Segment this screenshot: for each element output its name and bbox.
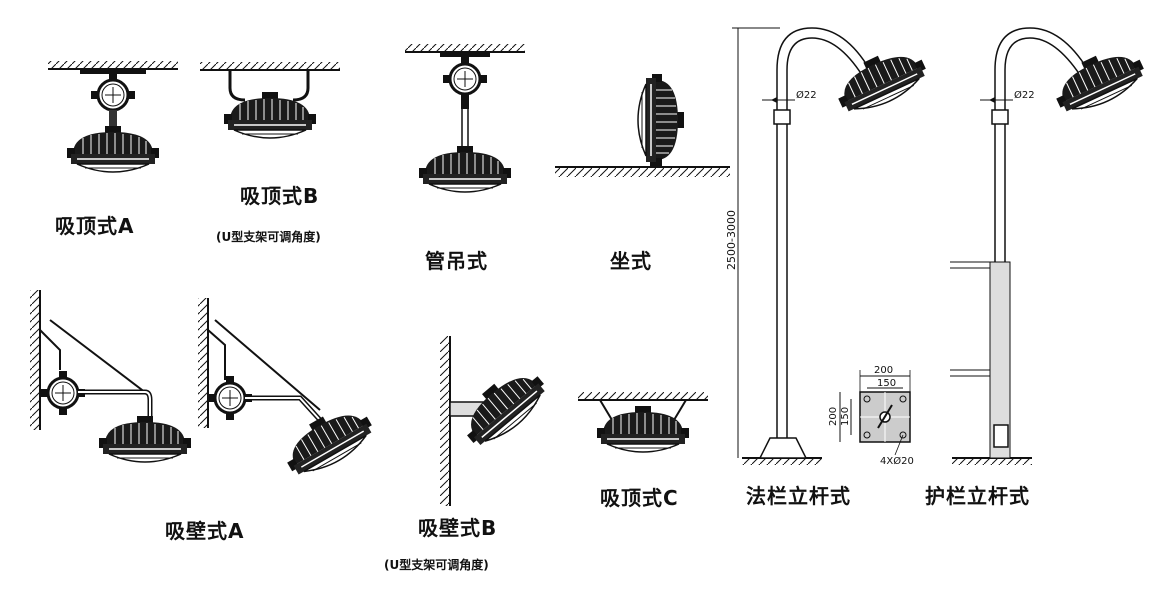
pole-diameter-2: Ø22 <box>1014 89 1035 101</box>
wall-mount-a-drawing <box>30 290 192 463</box>
label-ceiling-a: 吸顶式A <box>55 214 135 238</box>
flange-pole-drawing <box>732 27 933 465</box>
base-outer-height: 200 <box>828 407 839 426</box>
label-wall-b: 吸壁式B <box>418 516 498 540</box>
pole-diameter-1: Ø22 <box>796 89 817 101</box>
label-wall-a: 吸壁式A <box>165 519 245 543</box>
wall-mount-b-drawing <box>440 336 554 506</box>
pendant-mount-drawing <box>405 44 525 193</box>
label-rail-pole: 护栏立杆式 <box>925 484 1030 508</box>
wall-mount-angled-drawing <box>198 298 380 485</box>
base-outer-width: 200 <box>874 365 893 376</box>
base-inner-height: 150 <box>840 407 851 426</box>
note-wall-b: (U型支架可调角度) <box>384 558 489 572</box>
label-seated: 坐式 <box>610 249 652 273</box>
note-ceiling-b: (U型支架可调角度) <box>216 230 321 244</box>
ceiling-mount-b-drawing <box>200 62 340 139</box>
seated-mount-drawing <box>555 73 730 177</box>
ceiling-mount-c-drawing <box>578 392 708 453</box>
ceiling-mount-a-drawing <box>48 61 178 173</box>
label-pendant: 管吊式 <box>425 249 488 273</box>
base-plate-detail <box>839 370 911 456</box>
base-holes-label: 4XØ20 <box>880 455 914 467</box>
label-ceiling-c: 吸顶式C <box>600 486 679 510</box>
base-inner-width: 150 <box>877 378 896 389</box>
label-flange-pole: 法栏立杆式 <box>746 484 851 508</box>
pole-height-dimension: 2500-3000 <box>725 210 738 270</box>
label-ceiling-b: 吸顶式B <box>240 184 320 208</box>
rail-pole-drawing <box>950 27 1151 465</box>
